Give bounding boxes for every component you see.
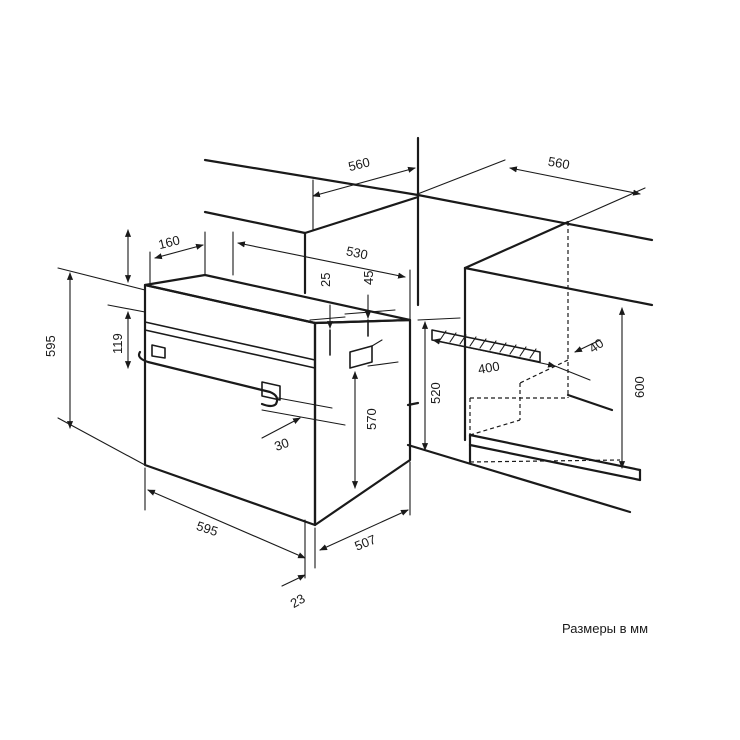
- caption-units: Размеры в мм: [562, 621, 648, 636]
- cabinet-niche: [203, 136, 654, 514]
- dim-panel-height: 119: [110, 333, 125, 354]
- dim-niche-height: 520: [428, 382, 443, 404]
- dim-oven-height: 595: [43, 335, 58, 357]
- dim-vent-height: 40: [586, 335, 606, 356]
- dim-cabinet-width-top: 560: [347, 154, 372, 174]
- dim-door-thickness: 23: [288, 591, 308, 611]
- dim-depth-530: 530: [345, 243, 369, 262]
- dimension-lines: [57, 159, 646, 587]
- dim-cabinet-height: 600: [632, 376, 647, 398]
- dim-handle-depth: 30: [272, 435, 291, 454]
- dim-body-depth: 507: [352, 532, 378, 554]
- dim-oven-width: 595: [195, 518, 220, 539]
- dim-body-height: 570: [364, 408, 379, 430]
- dim-cabinet-depth-top: 560: [547, 154, 571, 173]
- dim-height-25: 25: [318, 273, 333, 287]
- dim-vent-depth: 400: [477, 358, 501, 377]
- dim-height-45: 45: [361, 271, 376, 285]
- dim-depth-160: 160: [157, 232, 182, 252]
